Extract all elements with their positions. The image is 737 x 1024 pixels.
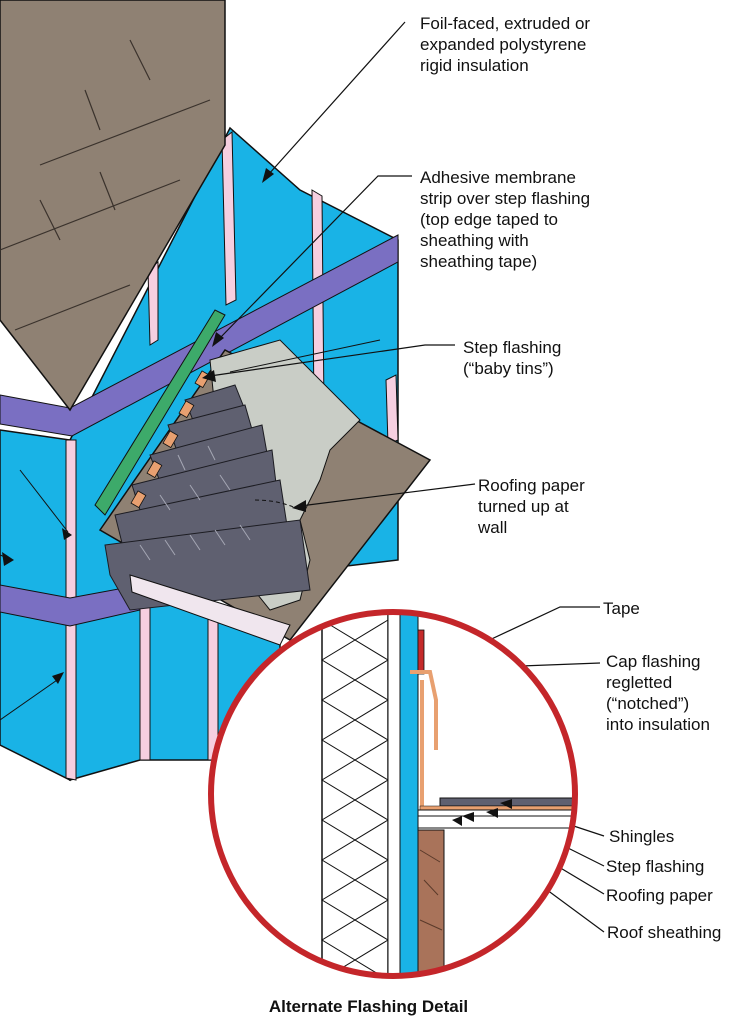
batt-insulation: [321, 612, 389, 976]
label-detail-step-flashing: Step flashing: [606, 857, 705, 876]
detail-ring: [208, 609, 578, 979]
wall-sheathing: [387, 612, 401, 976]
label-cap-flashing: Cap flashing regletted (“notched”) into …: [606, 652, 710, 734]
rafter-detail: [417, 829, 445, 976]
lower-roof: [94, 309, 432, 646]
main-roof: [0, 0, 226, 412]
membrane-strip: [94, 309, 226, 516]
diagram-caption: Alternate Flashing Detail: [268, 997, 469, 1016]
lower-band: [0, 584, 141, 627]
label-membrane: Adhesive membrane strip over step flashi…: [420, 168, 591, 271]
detail-arrowheads: [452, 799, 512, 826]
cap-flashing-detail: [410, 670, 438, 750]
step-flashing-pieces: [130, 370, 211, 509]
rigid-insulation-detail: [399, 612, 419, 976]
label-insulation: Foil-faced, extruded or expanded polysty…: [420, 14, 591, 75]
leader-arrowheads: [202, 168, 476, 654]
label-detail-roofing-paper: Roofing paper: [606, 886, 713, 905]
lower-roof-fascia: [129, 574, 291, 646]
label-shingles: Shingles: [609, 827, 675, 846]
tape-detail: [417, 629, 425, 675]
detail-callout: [208, 609, 578, 979]
step-flashing-detail: [419, 805, 575, 811]
roof-sheathing-detail: [417, 815, 575, 829]
label-roof-sheathing: Roof sheathing: [607, 923, 722, 942]
roofing-paper-detail: [417, 809, 575, 817]
left-arrows: [2, 528, 72, 684]
label-step-flashing: Step flashing (“baby tins”): [463, 338, 562, 378]
label-roofing-paper: Roofing paper turned up at wall: [478, 476, 585, 537]
label-tape: Tape: [603, 599, 640, 618]
